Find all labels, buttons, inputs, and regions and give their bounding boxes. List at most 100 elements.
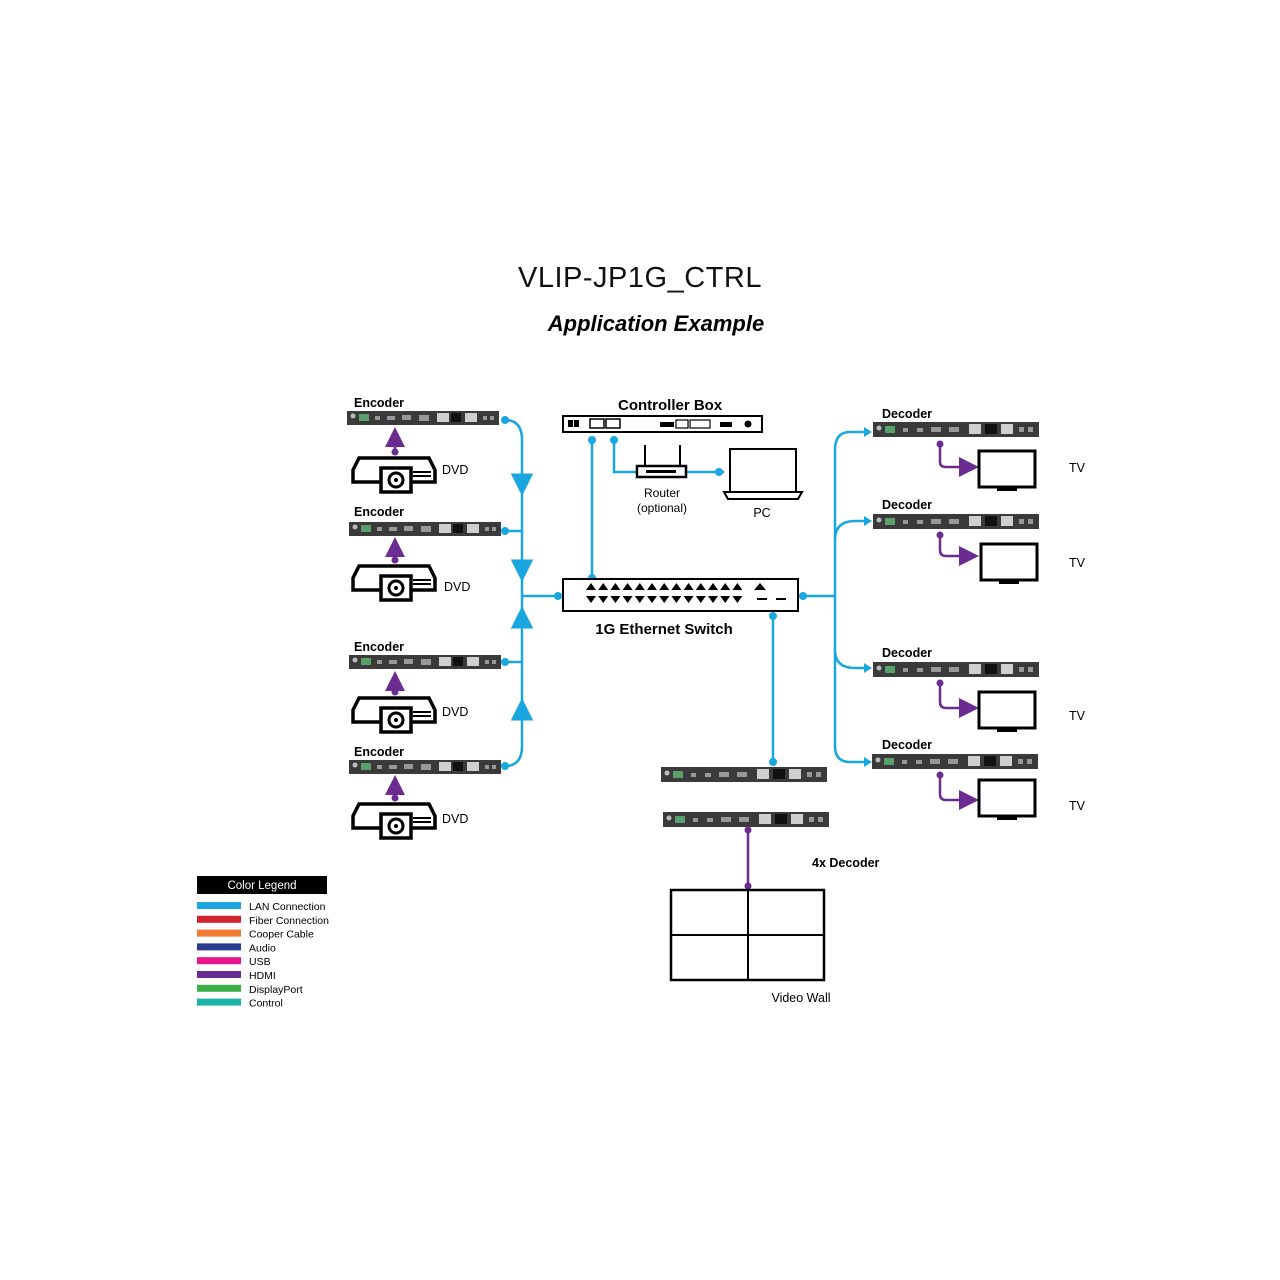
switch-port-top xyxy=(695,583,706,590)
dvd-player-2 xyxy=(351,564,437,602)
router-label: Router xyxy=(644,486,680,500)
switch-port-bottom xyxy=(598,596,609,603)
legend-swatch xyxy=(197,943,241,951)
dvd-player-1 xyxy=(351,456,437,494)
lan-arrows-right xyxy=(799,427,872,767)
dvd-player-4 xyxy=(351,802,437,840)
decoder-1 xyxy=(873,422,1039,437)
decoder-3 xyxy=(873,662,1039,677)
legend-item-label: Fiber Connection xyxy=(249,915,329,927)
video-wall-decoder-bottom xyxy=(663,812,829,827)
tv-label-3: TV xyxy=(1069,709,1086,723)
router-optional-label: (optional) xyxy=(637,501,687,515)
switch-port-bottom xyxy=(622,596,633,603)
lan-lines-controller xyxy=(590,440,775,762)
switch-port-top xyxy=(647,583,657,590)
switch-port-top xyxy=(610,583,621,590)
legend-item-label: USB xyxy=(249,956,271,968)
decoder-2 xyxy=(873,514,1039,529)
video-wall-decoder-top xyxy=(661,767,827,782)
switch-port-top xyxy=(671,583,682,590)
switch-port-bottom xyxy=(647,596,657,603)
legend-item-label: DisplayPort xyxy=(249,984,303,996)
switch-port-top xyxy=(732,583,743,590)
controller-box-label: Controller Box xyxy=(618,397,723,414)
tv-3 xyxy=(977,690,1037,734)
page-subtitle: Application Example xyxy=(547,311,765,336)
pc-laptop xyxy=(722,448,804,500)
switch-port-top xyxy=(720,583,731,590)
legend-swatch xyxy=(197,971,241,978)
tv-4 xyxy=(977,778,1037,822)
switch-port-bottom xyxy=(659,596,670,603)
pc-label: PC xyxy=(753,506,770,520)
encoder-3 xyxy=(349,655,501,669)
legend-swatch xyxy=(197,998,241,1006)
encoder-2 xyxy=(349,522,501,536)
switch-port-bottom xyxy=(671,596,682,603)
switch-port-bottom xyxy=(610,596,621,603)
encoder-4 xyxy=(349,760,501,774)
hdmi-dots-dvd xyxy=(391,448,399,802)
decoder-label-2: Decoder xyxy=(882,498,932,512)
switch-port-bottom xyxy=(634,596,645,603)
legend-swatch xyxy=(197,929,241,937)
switch-port-top xyxy=(634,583,645,590)
switch-port-bottom xyxy=(586,596,596,603)
encoder-label-4: Encoder xyxy=(354,745,404,759)
legend-item-label: HDMI xyxy=(249,970,276,982)
switch-port-bottom xyxy=(683,596,694,603)
encoder-label-3: Encoder xyxy=(354,640,404,654)
lan-lines-left xyxy=(504,418,560,768)
hdmi-line-videowall xyxy=(744,826,752,890)
ethernet-switch xyxy=(562,578,799,612)
decoder-4 xyxy=(872,754,1038,769)
switch-port-bottom xyxy=(695,596,706,603)
dvd-label-2: DVD xyxy=(444,580,470,594)
decoder-label-3: Decoder xyxy=(882,646,932,660)
legend-item-label: Cooper Cable xyxy=(249,929,314,941)
switch-port-top xyxy=(586,583,596,590)
switch-port-top xyxy=(708,583,718,590)
tv-label-2: TV xyxy=(1069,556,1086,570)
controller-box xyxy=(562,415,763,433)
switch-port-bottom xyxy=(732,596,743,603)
legend-item-label: Audio xyxy=(249,942,276,954)
switch-port-top xyxy=(598,583,609,590)
legend-swatch xyxy=(197,915,241,923)
dvd-label-3: DVD xyxy=(442,705,468,719)
video-wall-label: Video Wall xyxy=(771,991,830,1005)
tv-1 xyxy=(977,449,1037,493)
dvd-player-3 xyxy=(351,696,437,734)
lan-dots-left xyxy=(501,416,562,770)
legend-item-label: LAN Connection xyxy=(249,901,326,913)
switch-label: 1G Ethernet Switch xyxy=(595,621,733,638)
router xyxy=(635,445,688,479)
switch-port-top xyxy=(683,583,694,590)
tv-label-1: TV xyxy=(1069,461,1086,475)
legend-item-label: Control xyxy=(249,998,283,1010)
legend-swatch xyxy=(197,984,241,992)
switch-port-bottom xyxy=(708,596,718,603)
dvd-label-4: DVD xyxy=(442,812,468,826)
legend-swatch xyxy=(197,902,241,909)
dvd-label-1: DVD xyxy=(442,463,468,477)
switch-port-bottom xyxy=(720,596,731,603)
hdmi-dots-tv xyxy=(936,440,944,779)
decoder-label-1: Decoder xyxy=(882,407,932,421)
tv-label-4: TV xyxy=(1069,799,1086,813)
encoder-label-1: Encoder xyxy=(354,396,404,410)
switch-port-top xyxy=(659,583,670,590)
decoder-label-4: Decoder xyxy=(882,738,932,752)
encoder-1 xyxy=(347,411,499,425)
legend-title: Color Legend xyxy=(227,880,296,892)
legend-swatch xyxy=(197,957,241,965)
video-wall xyxy=(669,888,826,982)
switch-port-top xyxy=(622,583,633,590)
lan-lines-right xyxy=(803,430,869,764)
page-title: VLIP-JP1G_CTRL xyxy=(518,262,762,294)
encoder-label-2: Encoder xyxy=(354,505,404,519)
